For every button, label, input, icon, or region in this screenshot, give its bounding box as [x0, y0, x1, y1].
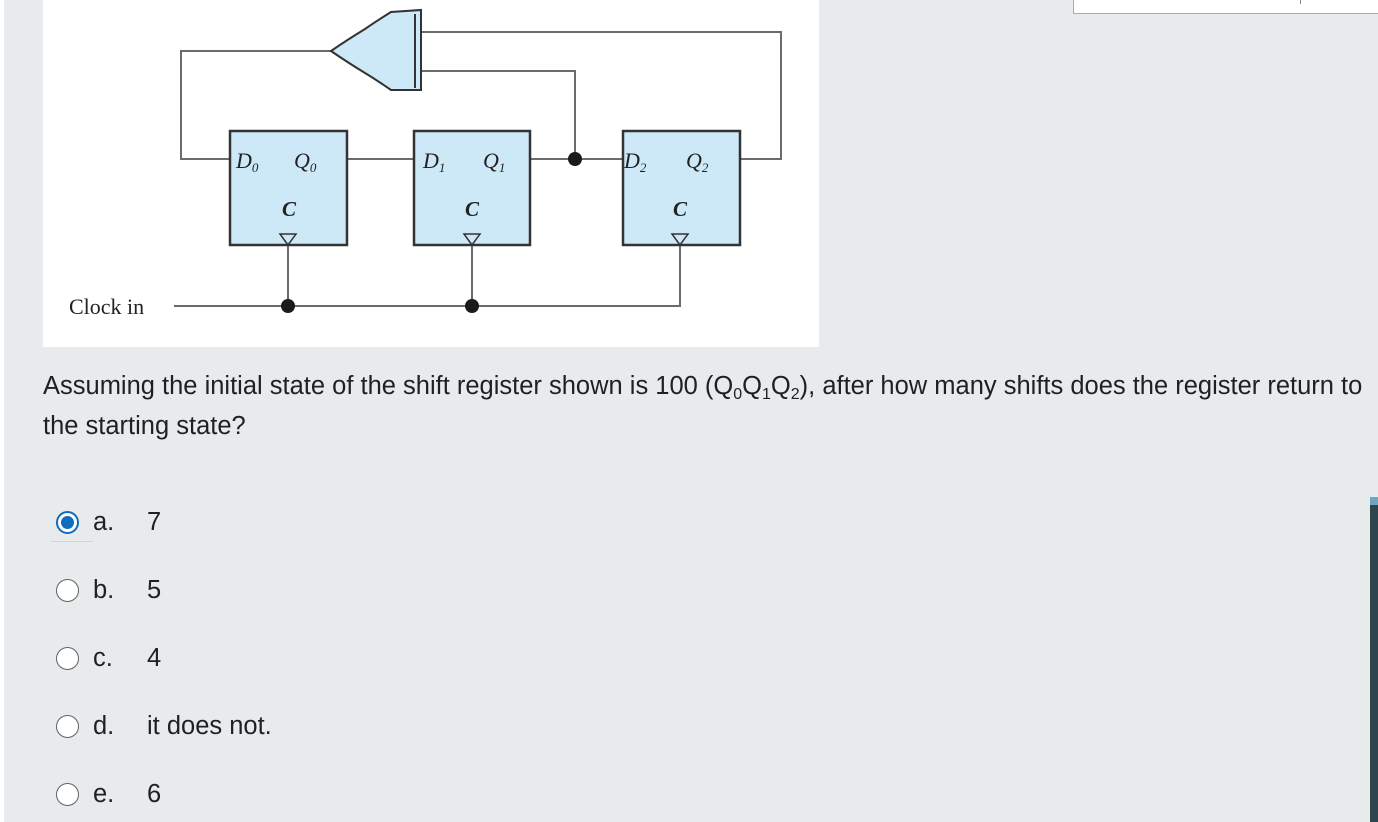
ff2-c-label: C	[673, 197, 688, 221]
feedback-wire-to-or	[180, 50, 340, 160]
answer-text: 7	[147, 507, 162, 536]
answer-text: 6	[147, 779, 162, 808]
radio-button[interactable]	[56, 782, 79, 806]
junction-dots	[281, 152, 582, 313]
answer-option-c[interactable]: c. 4	[56, 638, 161, 678]
radio-button[interactable]	[56, 714, 79, 738]
flipflop-0: D0 Q0 C	[228, 129, 349, 247]
flipflop-2: D2 Q2 C	[621, 129, 742, 247]
ff0-d-label: D0	[235, 148, 259, 175]
answer-letter: b.	[93, 575, 115, 604]
subscript: 1	[762, 385, 771, 403]
ff2-d-label: D2	[623, 148, 647, 175]
clock-triangle-icon	[278, 233, 298, 247]
question-text-part: Assuming the initial state of the shift …	[43, 372, 734, 400]
ff1-q-label: Q1	[483, 148, 505, 175]
clock-triangle-icon	[670, 233, 690, 247]
answer-option-e[interactable]: e. 6	[56, 774, 161, 814]
answer-text: 4	[147, 643, 162, 672]
answer-letter: a.	[93, 507, 115, 536]
answer-option-b[interactable]: b. 5	[56, 570, 161, 610]
question-text-part: Q	[742, 372, 762, 400]
answer-letter: d.	[93, 711, 115, 740]
flipflop-1: D1 Q1 C	[412, 129, 532, 247]
q1-to-or-wire	[421, 70, 576, 159]
radio-button[interactable]	[56, 646, 79, 670]
answer-option-a[interactable]: a. 7	[56, 502, 161, 542]
answer-text: it does not.	[147, 711, 272, 740]
answer-text: 5	[147, 575, 162, 604]
answer-option-d[interactable]: d. it does not.	[56, 706, 272, 746]
clock-bus	[174, 245, 681, 307]
answer-letter: e.	[93, 779, 115, 808]
ff2-q-label: Q2	[686, 148, 709, 175]
question-text: Assuming the initial state of the shift …	[43, 366, 1373, 446]
circuit-diagram: D0 Q0 C D1 Q1 C D2 Q2 C Clock in	[69, 8, 782, 319]
radio-button[interactable]	[56, 578, 79, 602]
left-edge-strip	[0, 0, 4, 822]
radio-button[interactable]	[56, 510, 79, 534]
side-panel-corner	[1073, 0, 1378, 14]
ff0-c-label: C	[282, 197, 297, 221]
question-text-part: ), after how many shifts does the regist…	[43, 372, 1363, 440]
question-text-part: Q	[770, 372, 791, 400]
clock-triangle-icon	[462, 233, 482, 247]
ff1-d-label: D1	[422, 148, 445, 175]
junction-dot	[568, 152, 582, 166]
junction-dot	[465, 299, 479, 313]
scrollbar-cap	[1370, 497, 1378, 505]
ff0-q-label: Q0	[294, 148, 317, 175]
shift-register-figure: D0 Q0 C D1 Q1 C D2 Q2 C Clock in	[43, 0, 819, 347]
or-gate	[329, 8, 422, 91]
scrollbar[interactable]	[1370, 497, 1378, 822]
panel-tick	[1300, 0, 1301, 4]
ff1-c-label: C	[465, 197, 480, 221]
subscript: 0	[733, 385, 743, 403]
clock-in-label: Clock in	[69, 294, 144, 319]
focus-underline	[51, 541, 93, 542]
q2-feedback-wire	[421, 31, 782, 160]
junction-dot	[281, 299, 295, 313]
subscript: 2	[790, 385, 800, 403]
answer-letter: c.	[93, 643, 113, 672]
